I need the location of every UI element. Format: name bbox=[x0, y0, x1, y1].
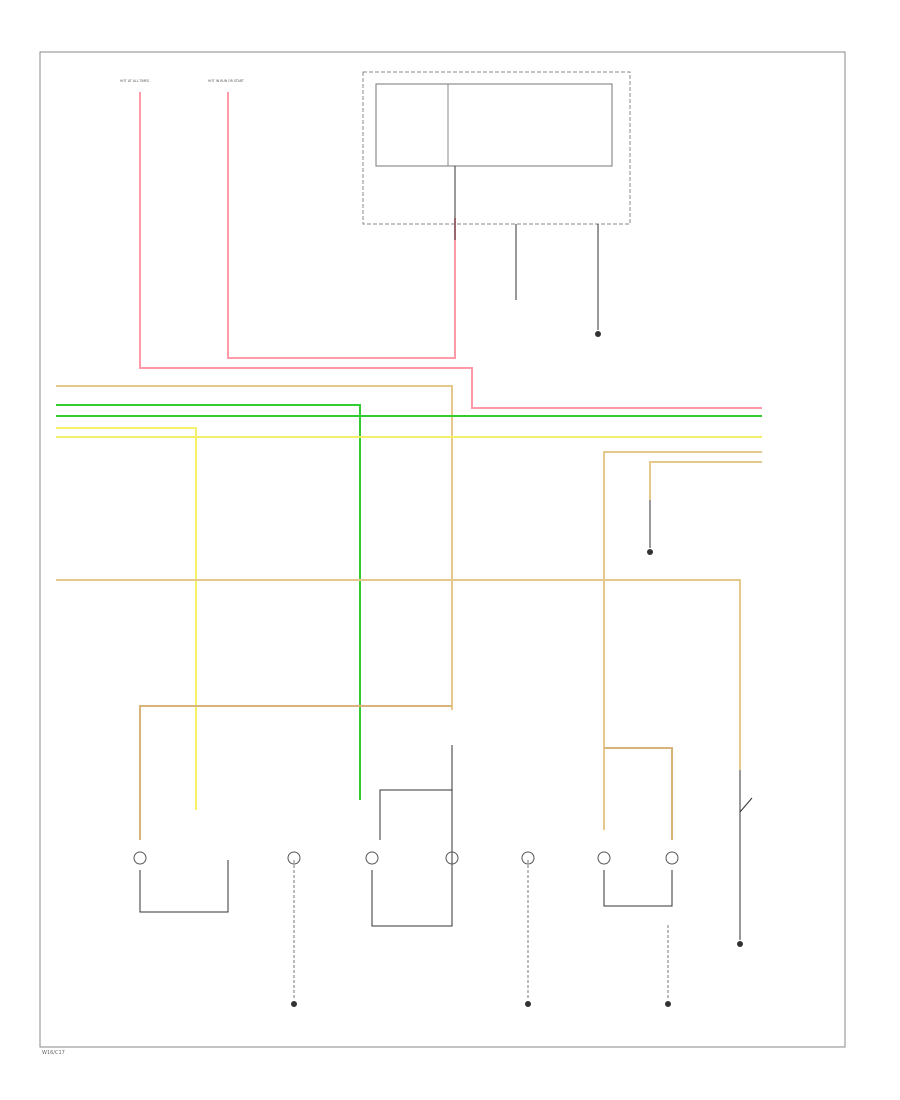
ground-g203 bbox=[737, 941, 743, 947]
tan-wire-right-2 bbox=[649, 461, 762, 500]
ground-g206 bbox=[665, 1001, 671, 1007]
tan-wire-right-1 bbox=[603, 451, 762, 830]
lamp-right-door bbox=[365, 851, 379, 865]
pink-wire-right bbox=[227, 92, 456, 359]
yellow-wire-1 bbox=[56, 427, 197, 810]
tan-lamp-bus-right bbox=[604, 747, 673, 840]
lamp-cargo-left bbox=[597, 851, 611, 865]
green-wire-1 bbox=[56, 404, 361, 800]
lamp-dome bbox=[445, 851, 459, 865]
ground-g201 bbox=[595, 331, 601, 337]
ground-g205 bbox=[525, 1001, 531, 1007]
footer-code: W16/C17 bbox=[42, 1050, 65, 1056]
ground-g202 bbox=[647, 549, 653, 555]
lamp-left-door bbox=[133, 851, 147, 865]
diagram-frame bbox=[39, 51, 846, 1048]
module-box bbox=[362, 71, 631, 225]
ground-g204 bbox=[291, 1001, 297, 1007]
lamp-left-courtesy bbox=[287, 851, 301, 865]
liftgate-switch bbox=[739, 797, 753, 813]
lamp-cargo-right bbox=[665, 851, 679, 865]
lamp-right-courtesy bbox=[521, 851, 535, 865]
tan-wire-long bbox=[56, 579, 741, 770]
lamp-return-right bbox=[603, 870, 673, 907]
lamp-return-left bbox=[139, 860, 229, 913]
hot-label-b: HOT IN RUN OR START bbox=[208, 79, 244, 83]
lamp-return-mid bbox=[371, 789, 453, 927]
tan-lamp-bus bbox=[139, 705, 452, 840]
hot-label-a: HOT AT ALL TIMES bbox=[120, 79, 149, 83]
module-inner-box bbox=[375, 83, 613, 167]
pink-wire-left bbox=[139, 92, 762, 409]
tan-wire-top bbox=[56, 385, 453, 710]
